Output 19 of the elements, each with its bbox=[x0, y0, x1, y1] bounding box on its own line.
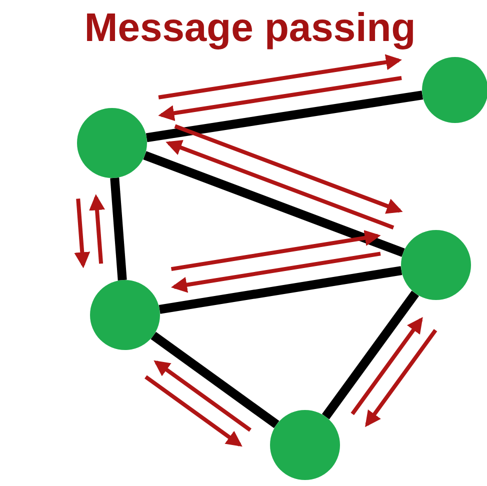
message-arrow bbox=[350, 317, 423, 416]
message-arrow bbox=[171, 252, 381, 293]
message-arrow bbox=[154, 360, 252, 432]
graph-edge bbox=[146, 90, 424, 142]
message-arrow bbox=[144, 375, 242, 447]
graph-edge bbox=[158, 266, 402, 314]
message-arrow bbox=[170, 230, 381, 272]
message-arrow bbox=[365, 329, 438, 428]
message-arrow bbox=[174, 124, 403, 214]
graph-edge bbox=[143, 151, 405, 257]
message-arrow bbox=[158, 76, 402, 122]
message-arrow bbox=[74, 198, 90, 268]
message-arrow bbox=[89, 194, 105, 264]
graph-edge bbox=[150, 332, 280, 428]
graph-edge bbox=[110, 178, 127, 280]
message-arrow bbox=[158, 54, 402, 100]
title: Message passing bbox=[83, 6, 417, 51]
message-arrow bbox=[166, 140, 394, 230]
graph-edge bbox=[322, 290, 420, 420]
